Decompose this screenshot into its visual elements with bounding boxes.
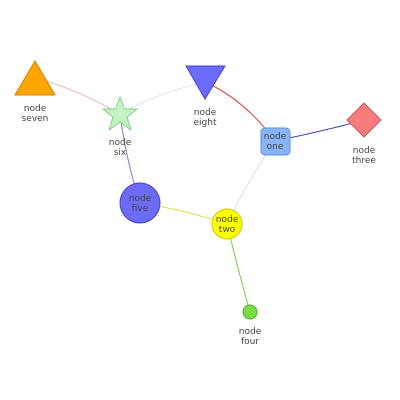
node-four-shape bbox=[242, 304, 258, 320]
node-three-shape bbox=[346, 102, 382, 138]
nodes: node seven node six node eight node thre… bbox=[14, 60, 382, 347]
node-six-label-line2: six bbox=[114, 148, 127, 158]
node-seven-shape bbox=[14, 60, 56, 96]
node-two-label-line1: node bbox=[216, 215, 239, 225]
node-eight-shape bbox=[185, 65, 226, 100]
node-one-label-line2: one bbox=[267, 142, 284, 152]
node-three-label-line1: node bbox=[353, 146, 376, 156]
node-seven-label-line2: seven bbox=[22, 114, 49, 124]
node-six-shape bbox=[101, 95, 139, 132]
node-seven[interactable]: node seven bbox=[14, 60, 56, 124]
node-six-label-line1: node bbox=[109, 138, 132, 148]
node-seven-label-line1: node bbox=[24, 104, 47, 114]
node-two[interactable]: node two bbox=[211, 208, 243, 240]
node-four-label-line2: four bbox=[241, 337, 259, 347]
node-five[interactable]: node five bbox=[119, 182, 161, 224]
node-four[interactable]: node four bbox=[239, 304, 262, 347]
node-one-label-line1: node bbox=[264, 132, 287, 142]
node-five-label-line2: five bbox=[132, 204, 149, 214]
node-two-shape bbox=[211, 208, 243, 240]
node-one-shape bbox=[260, 127, 291, 156]
node-eight[interactable]: node eight bbox=[185, 65, 226, 128]
node-one[interactable]: node one bbox=[260, 127, 291, 156]
node-four-label-line1: node bbox=[239, 327, 262, 337]
node-two-label-line2: two bbox=[219, 225, 236, 235]
node-eight-label-line2: eight bbox=[194, 118, 217, 128]
node-eight-label-line1: node bbox=[194, 108, 217, 118]
node-three[interactable]: node three bbox=[346, 102, 382, 166]
node-three-label-line2: three bbox=[352, 156, 376, 166]
node-five-label-line1: node bbox=[129, 194, 152, 204]
node-five-shape bbox=[119, 182, 161, 224]
node-six[interactable]: node six bbox=[101, 95, 139, 158]
